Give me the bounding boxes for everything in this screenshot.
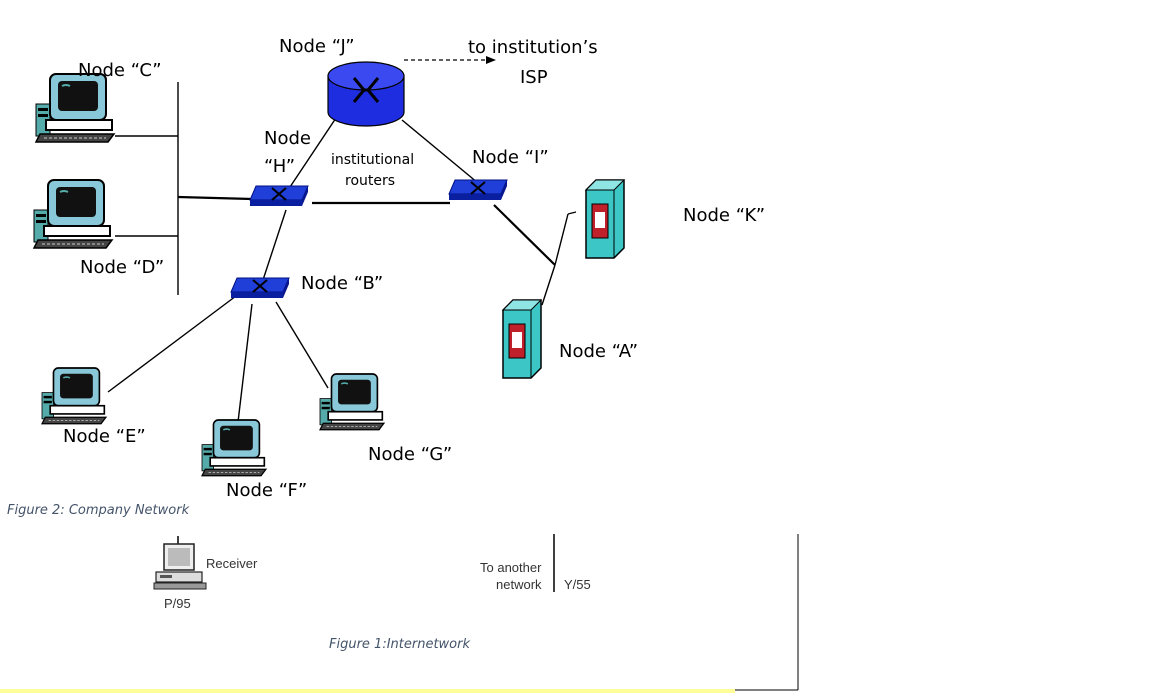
- figure2-caption: Figure 2: Company Network: [7, 503, 190, 518]
- link-h-b: [261, 209, 287, 284]
- computer-c-icon: [35, 73, 115, 143]
- node-f-label: Node “F”: [226, 480, 307, 501]
- link-h-j: [287, 117, 337, 191]
- node-h-label-line2: “H”: [264, 156, 295, 177]
- link-k: [567, 211, 577, 215]
- network-label-line2: network: [496, 577, 542, 592]
- link-j-i: [401, 119, 479, 184]
- node-k-label: Node “K”: [683, 205, 765, 226]
- router-group-label-line1: institutional: [331, 152, 414, 168]
- network-links: [107, 56, 577, 423]
- node-a-label: Node “A”: [559, 341, 638, 362]
- link-lan-h: [177, 195, 253, 201]
- switch-i-icon: [448, 179, 508, 201]
- receiver-computer-icon: [153, 536, 207, 590]
- node-i-label: Node “I”: [472, 147, 549, 168]
- isp-label-line1: to institution’s: [468, 37, 598, 58]
- computer-d-icon: [33, 179, 113, 249]
- computer-g-icon: [319, 373, 385, 431]
- figure1-frame: [0, 534, 799, 691]
- server-a-icon: [502, 299, 542, 379]
- node-b-label: Node “B”: [301, 273, 383, 294]
- figure1-caption: Figure 1:Internetwork: [329, 637, 470, 652]
- network-address: Y/55: [564, 577, 591, 592]
- computer-e-icon: [41, 367, 107, 425]
- computer-f-icon: [201, 419, 267, 477]
- node-j-label: Node “J”: [279, 36, 355, 57]
- link-i-servers: [493, 204, 556, 266]
- receiver-address: P/95: [164, 596, 191, 611]
- network-label-line1: To another: [480, 560, 542, 575]
- router-group-label-line2: routers: [345, 173, 395, 189]
- link-a: [541, 264, 556, 306]
- link-b-e: [107, 295, 237, 393]
- node-c-label: Node “C”: [78, 60, 162, 81]
- node-e-label: Node “E”: [63, 426, 146, 447]
- isp-label-line2: ISP: [520, 67, 548, 88]
- isp-arrowhead: [486, 56, 496, 64]
- server-segment: [554, 213, 569, 266]
- server-k-icon: [585, 179, 625, 259]
- node-d-label: Node “D”: [80, 257, 164, 278]
- switch-b-icon: [230, 277, 290, 299]
- switch-h-icon: [249, 185, 309, 207]
- highlight-strip: [0, 689, 735, 693]
- link-b-g: [275, 301, 329, 389]
- receiver-label: Receiver: [206, 556, 258, 571]
- router-j-icon: [327, 61, 405, 127]
- node-g-label: Node “G”: [368, 444, 452, 465]
- link-b-f: [237, 303, 253, 423]
- node-h-label-line1: Node: [264, 128, 311, 149]
